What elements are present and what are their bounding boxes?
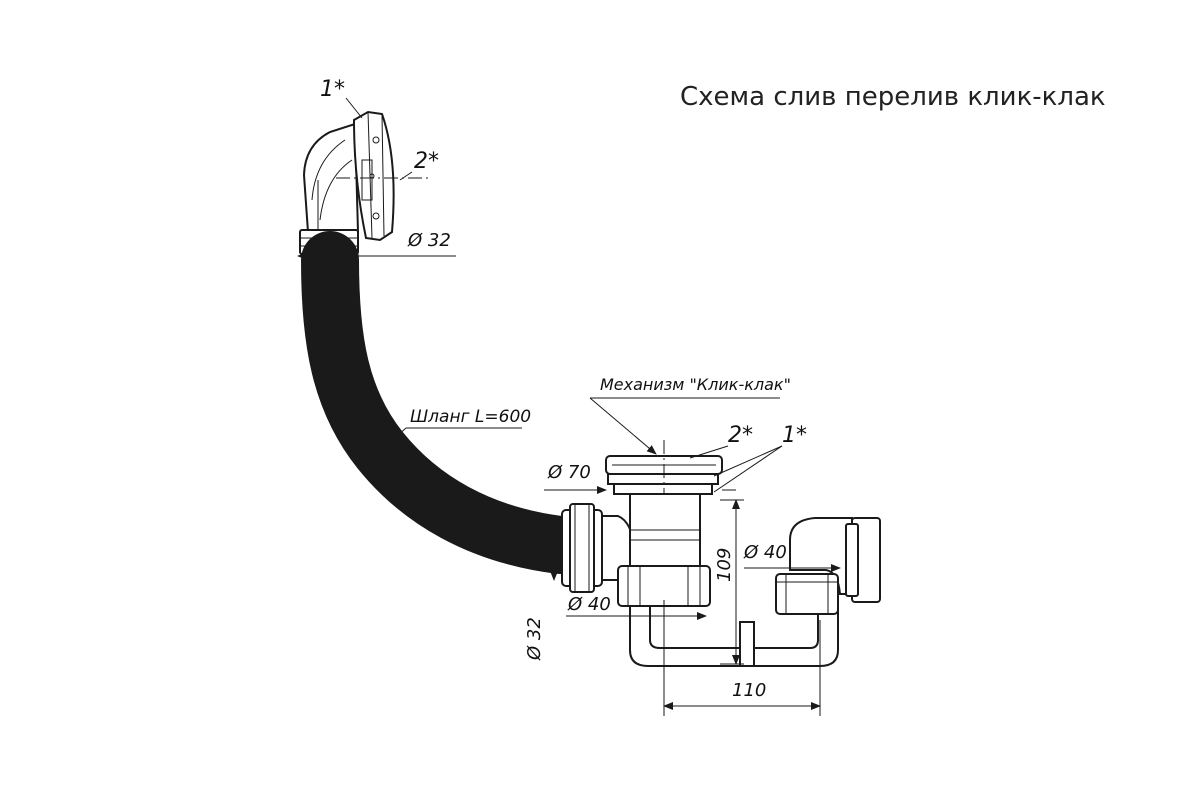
height-label: 109 bbox=[714, 548, 735, 582]
drain-assembly bbox=[544, 397, 881, 716]
corrugated-hose bbox=[301, 231, 589, 574]
page-title: Схема слив перелив клик-клак bbox=[680, 82, 1106, 112]
mechanism-label: Механизм "Клик-клак" bbox=[600, 375, 791, 394]
overflow-callout-1: 1* bbox=[320, 77, 345, 102]
trap-diameter-label: Ø 40 bbox=[743, 542, 787, 563]
overflow-diameter-label: Ø 32 bbox=[407, 230, 451, 251]
drain-callout-2: 2* bbox=[728, 423, 753, 448]
drain-callout-1: 1* bbox=[782, 423, 807, 448]
drain-diameter-label: Ø 70 bbox=[547, 462, 591, 483]
width-label: 110 bbox=[732, 680, 766, 701]
hose-label: Шланг L=600 bbox=[410, 407, 531, 427]
hose-diameter-label: Ø 32 bbox=[524, 617, 545, 661]
overflow-callout-2: 2* bbox=[414, 149, 439, 174]
outlet-diameter-label: Ø 40 bbox=[567, 594, 611, 615]
